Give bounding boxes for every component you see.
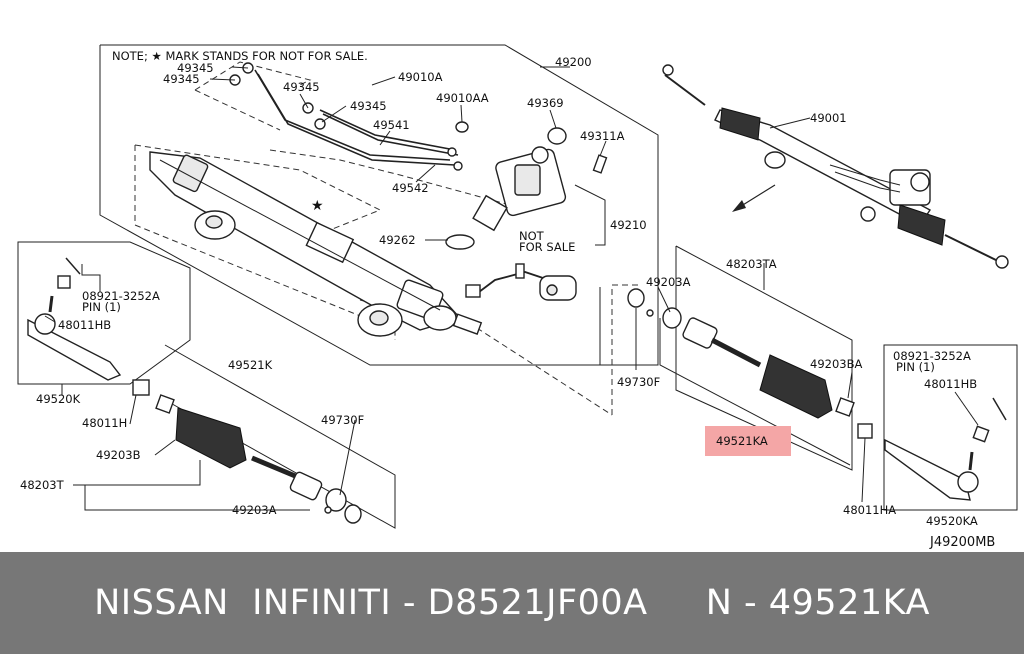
label-49262: 49262 bbox=[379, 233, 416, 247]
main-assembly-box bbox=[99, 44, 659, 366]
label-49542: 49542 bbox=[392, 181, 429, 195]
label-49541: 49541 bbox=[373, 118, 410, 132]
label-49311A: 49311A bbox=[580, 129, 625, 143]
label-48203T: 48203T bbox=[20, 478, 65, 492]
label-49345-b: 49345 bbox=[163, 72, 200, 86]
label-49345-d: 49345 bbox=[350, 99, 387, 113]
leader-lines bbox=[44, 66, 979, 511]
steering-rack-housing bbox=[149, 151, 483, 337]
washer-49730F-top bbox=[627, 288, 645, 308]
steering-rack-diagram: ★ bbox=[17, 44, 1018, 550]
sensor-not-for-sale bbox=[465, 263, 577, 301]
label-49001: 49001 bbox=[810, 111, 847, 125]
label-49730F-top: 49730F bbox=[617, 375, 660, 389]
nut-48011HA bbox=[857, 423, 873, 439]
not-for-sale-star: ★ bbox=[311, 198, 324, 214]
label-49203A-bottom: 49203A bbox=[232, 503, 277, 517]
label-49521K: 49521K bbox=[228, 358, 273, 372]
label-49345-a: 49345 bbox=[177, 61, 214, 75]
nut-48011H bbox=[132, 379, 150, 396]
label-48011HB-right: 48011HB bbox=[924, 377, 977, 391]
label-for-sale: FOR SALE bbox=[519, 240, 575, 254]
label-48011H: 48011H bbox=[82, 416, 127, 430]
label-49010AA: 49010AA bbox=[436, 91, 489, 105]
label-48203TA: 48203TA bbox=[726, 257, 777, 271]
complete-rack-assembly bbox=[662, 64, 1009, 269]
inner-tie-rod-right bbox=[682, 317, 762, 368]
inner-tie-rod-left bbox=[251, 455, 323, 501]
label-49730F-bottom: 49730F bbox=[321, 413, 364, 427]
label-49520KA: 49520KA bbox=[926, 514, 978, 528]
label-49520K: 49520K bbox=[36, 392, 81, 406]
outer-tie-rod-end-right bbox=[884, 397, 1007, 501]
highlighted-part-box bbox=[705, 426, 791, 456]
label-48011HB-left: 48011HB bbox=[58, 318, 111, 332]
control-valve bbox=[445, 121, 608, 250]
footer-text: NISSAN INFINITI - D8521JF00A N - 49521KA bbox=[94, 583, 930, 623]
label-49521KA: 49521KA bbox=[716, 434, 768, 448]
label-49203B: 49203B bbox=[96, 448, 141, 462]
label-not: NOT bbox=[519, 229, 545, 243]
part-number-footer: NISSAN INFINITI - D8521JF00A N - 49521KA bbox=[0, 552, 1024, 654]
o-ring-49203A-top bbox=[662, 307, 682, 329]
label-49200: 49200 bbox=[555, 55, 592, 69]
label-pin-left-2: PIN (1) bbox=[82, 300, 121, 314]
tie-rod-end-box-left bbox=[17, 241, 191, 385]
label-49203A-top: 49203A bbox=[646, 275, 691, 289]
label-49369: 49369 bbox=[527, 96, 564, 110]
boot-49203BA bbox=[759, 354, 833, 419]
label-pin-right: 08921-3252A bbox=[893, 349, 971, 363]
label-49203BA: 49203BA bbox=[810, 357, 862, 371]
boot-49203B bbox=[175, 407, 247, 469]
diagram-code: J49200MB bbox=[929, 535, 995, 550]
label-pin-left: 08921-3252A bbox=[82, 289, 160, 303]
tie-rod-kit-box-left bbox=[164, 344, 396, 529]
label-49210: 49210 bbox=[610, 218, 647, 232]
hydraulic-pipes bbox=[229, 62, 463, 171]
label-48011HA: 48011HA bbox=[843, 503, 896, 517]
label-pin-right-2: PIN (1) bbox=[896, 360, 935, 374]
label-49010A: 49010A bbox=[398, 70, 443, 84]
tie-rod-end-box-right bbox=[883, 344, 1018, 511]
note-text: NOTE; ★ MARK STANDS FOR NOT FOR SALE. bbox=[112, 49, 368, 63]
direction-arrow-icon bbox=[732, 200, 746, 212]
label-49345-c: 49345 bbox=[283, 80, 320, 94]
o-ring-49203A-bottom bbox=[325, 488, 347, 512]
washer-49730F-bottom bbox=[344, 504, 362, 524]
